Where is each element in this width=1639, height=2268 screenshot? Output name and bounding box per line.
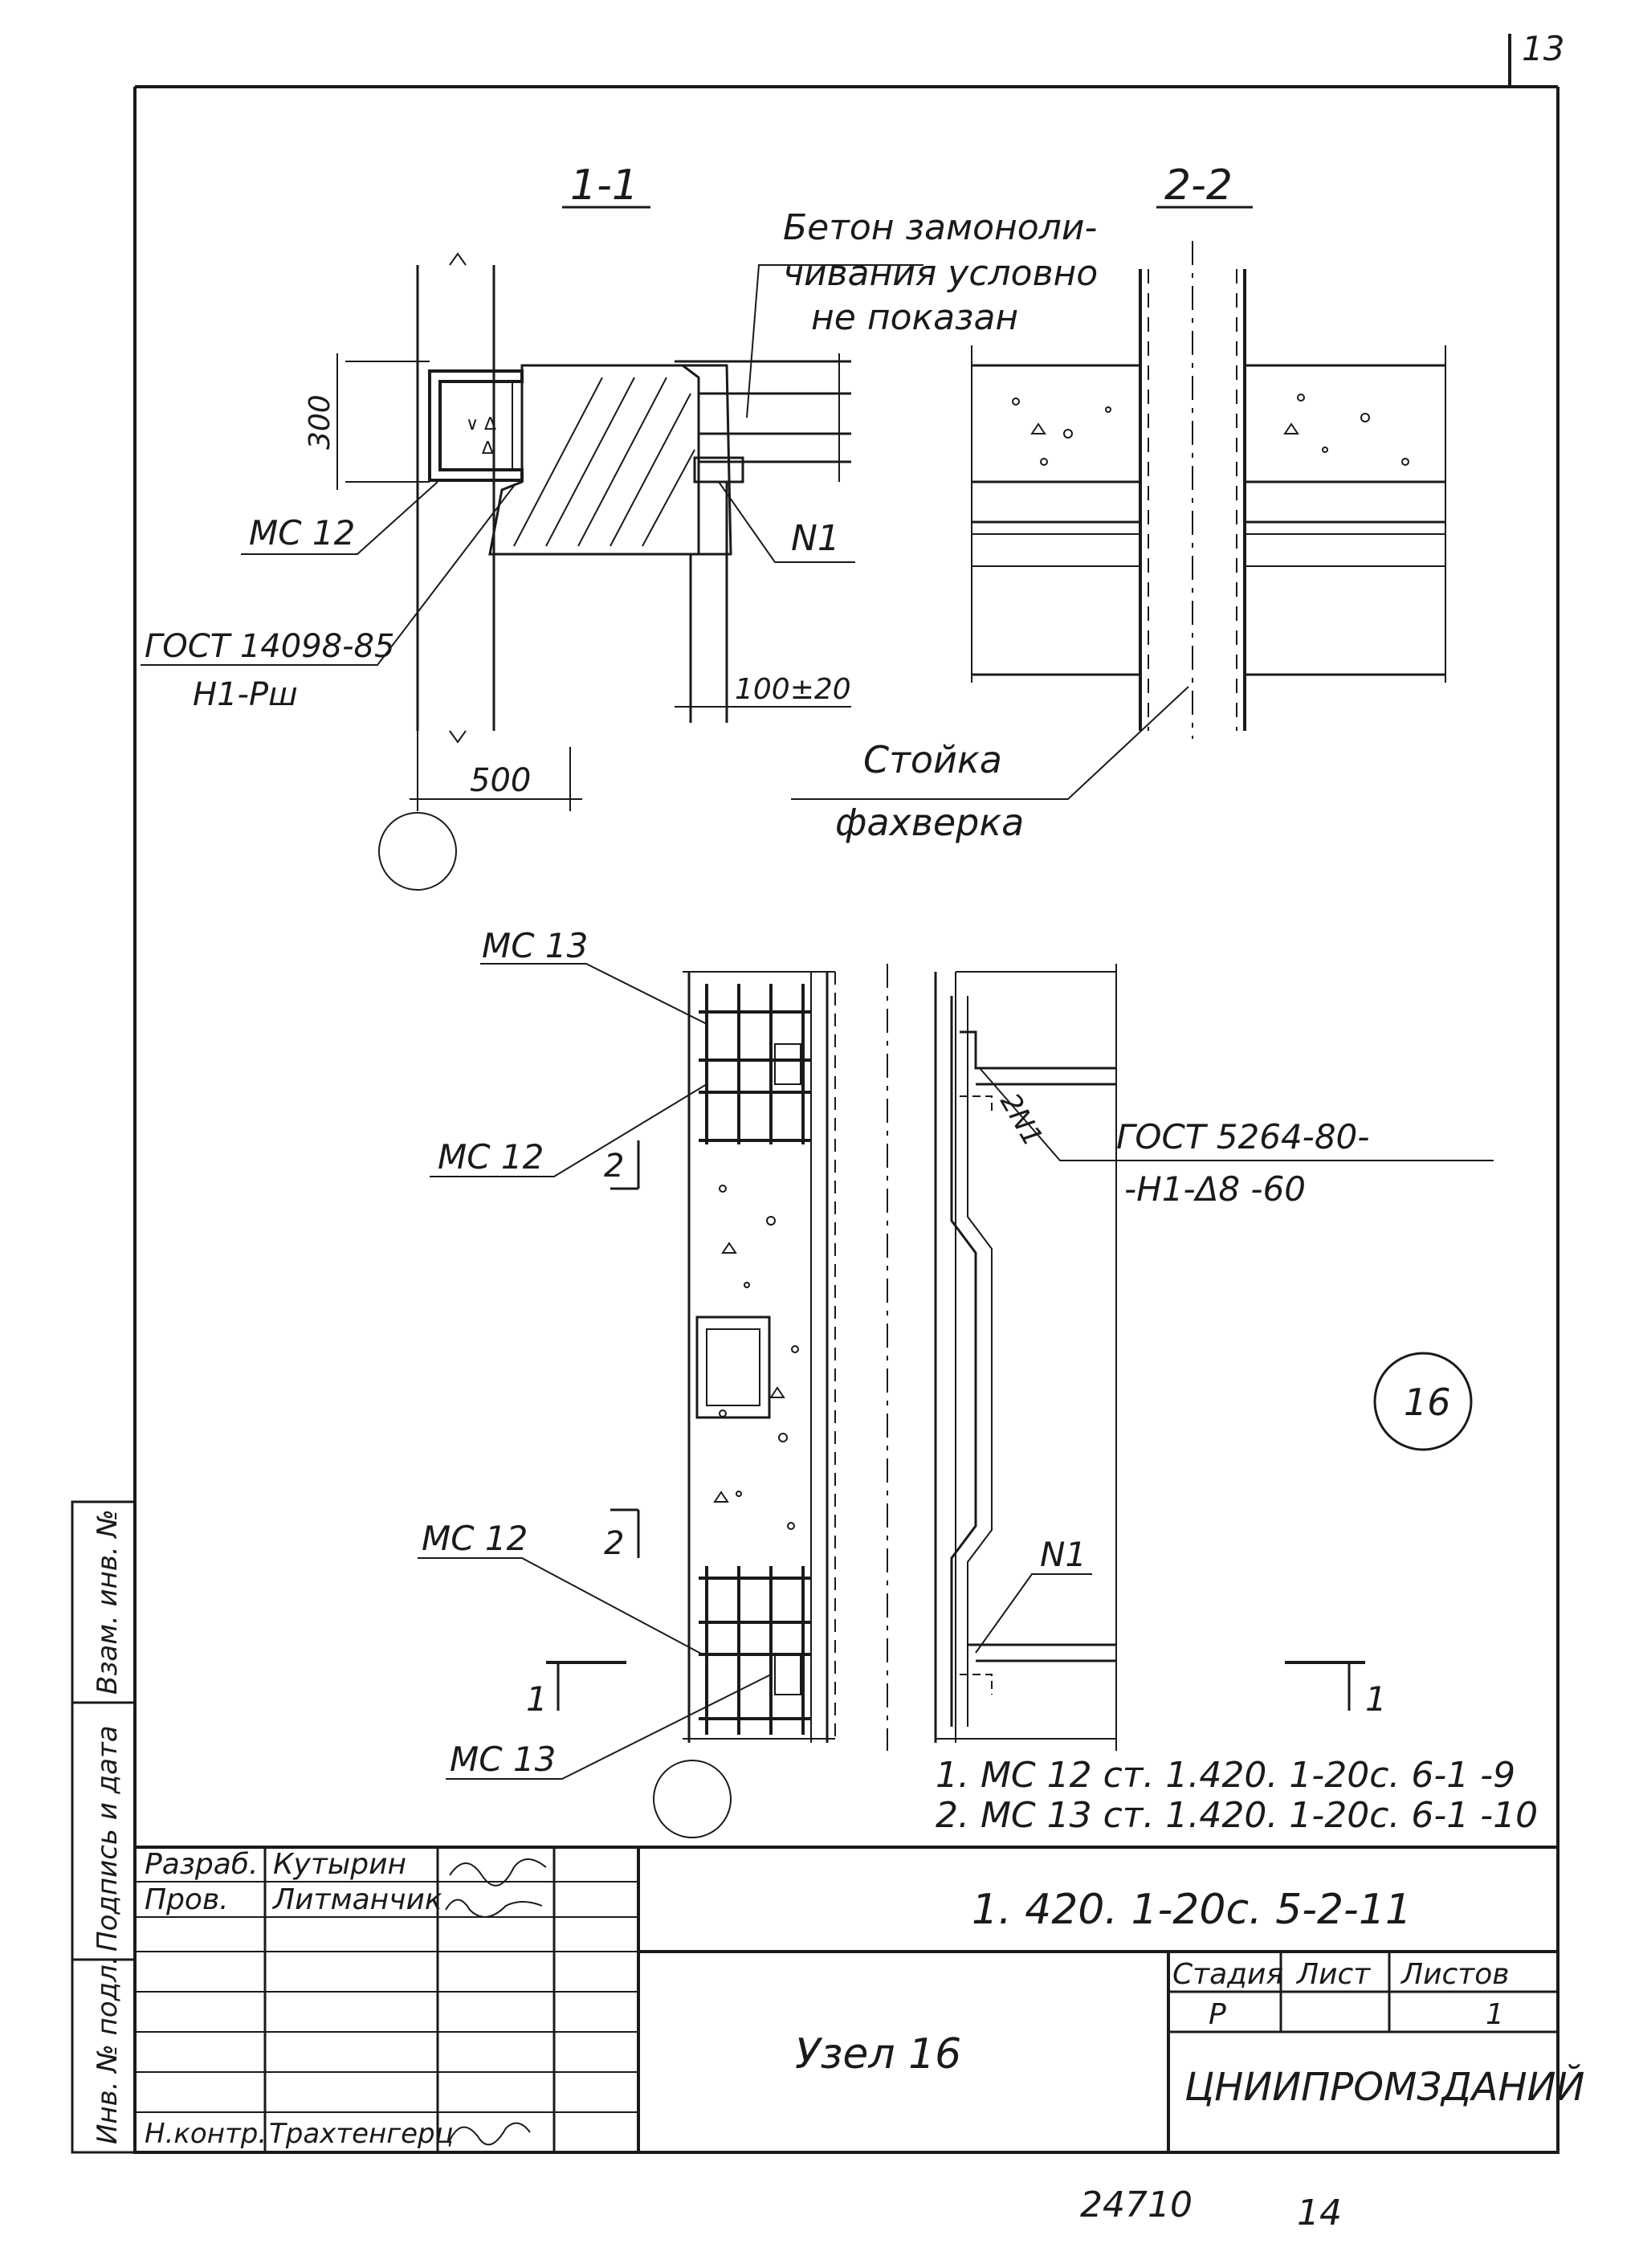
post-label-2: фахверка	[835, 801, 1024, 844]
tb-title: Узел 16	[795, 2030, 961, 2078]
bottom-copy: 14	[1297, 2193, 1342, 2233]
page-number: 13	[1522, 29, 1564, 68]
svg-text:∨ ∆: ∨ ∆	[466, 414, 496, 434]
note-concrete-3: не показан	[811, 297, 1018, 338]
section-1-1-label: 1-1	[570, 161, 638, 210]
label-mc13-bottom: МС 13	[450, 1740, 556, 1779]
gost-5264-line2: -Н1-Δ8 -60	[1124, 1169, 1306, 1209]
title-block	[133, 1846, 1559, 2154]
tb-name-1: Кутырин	[273, 1848, 406, 1881]
tb-name-2: Литманчик	[271, 1883, 442, 1916]
cut-1-right: 1	[1365, 1679, 1387, 1719]
tb-organization: ЦНИИПРОМЗДАНИЙ	[1184, 2064, 1584, 2110]
tb-sheet-header: Лист	[1295, 1958, 1371, 1991]
post-label-1: Стойка	[863, 738, 1002, 781]
side-field-inv: Инв. № подл.	[92, 1956, 124, 2144]
gost-5264-line1: ГОСТ 5264-80-	[1116, 1117, 1369, 1156]
tb-designation: 1. 420. 1-20с. 5-2-11	[972, 1886, 1412, 1934]
dim-width: 500	[470, 762, 531, 799]
tb-stage-header: Стадия	[1172, 1958, 1283, 1991]
label-n1-section: N1	[791, 518, 840, 559]
note-1: 1. МС 12 ст. 1.420. 1-20с. 6-1 -9	[936, 1755, 1515, 1796]
tb-stage-value: Р	[1209, 1998, 1226, 2031]
side-field-replace: Взам. инв. №	[92, 1509, 124, 1695]
node-number-circle	[1373, 1352, 1473, 1451]
label-mc12-bottom: МС 12	[422, 1519, 528, 1558]
dim-height: 300	[304, 394, 336, 450]
section-2-2-label: 2-2	[1164, 161, 1233, 210]
note-concrete-1: Бетон замоноли-	[783, 207, 1097, 248]
label-mc12-top: МС 12	[438, 1137, 544, 1177]
cut-2-top: 2	[604, 1148, 624, 1185]
section-1-1: 1-1 ∨ ∆ ∆	[141, 161, 1098, 891]
tb-sheets-header: Листов	[1400, 1958, 1509, 1991]
note-concrete-2: чивания условно	[783, 253, 1098, 294]
axis-marker-top	[378, 812, 457, 891]
note-2: 2. МС 13 ст. 1.420. 1-20с. 6-1 -10	[936, 1795, 1538, 1836]
tb-role-2: Пров.	[145, 1883, 229, 1916]
tb-sheet-value: 1	[1486, 1998, 1504, 2031]
dim-gap: 100±20	[735, 673, 851, 706]
axis-marker-bottom	[653, 1760, 732, 1838]
side-stamp	[71, 1500, 137, 2154]
tb-role-7: Н.контр.	[145, 2118, 267, 2150]
signature-marks	[445, 1858, 547, 2146]
label-mc12: МС 12	[249, 513, 355, 553]
elevation-view: МС 13 МС 12 2 2 МС 12 МС 13 1 1 2N1 ГОСТ…	[418, 926, 1494, 1838]
gost-14098-line2: Н1-Рш	[193, 676, 298, 713]
svg-text:∆: ∆	[481, 439, 494, 459]
label-weld-2n1: 2N1	[993, 1088, 1049, 1152]
label-n1-elevation: N1	[1040, 1535, 1087, 1574]
node-number: 16	[1404, 1381, 1451, 1424]
cut-2-bottom: 2	[604, 1525, 624, 1562]
tb-role-1: Разраб.	[145, 1848, 258, 1881]
label-mc13-top: МС 13	[482, 926, 588, 965]
section-2-2: 2-2 Стойка фахверка	[791, 161, 1446, 844]
side-field-sign: Подпись и дата	[92, 1725, 124, 1952]
bottom-code: 24710	[1080, 2184, 1193, 2225]
gost-14098-line1: ГОСТ 14098-85	[145, 628, 394, 665]
tb-name-7: Трахтенгерц	[269, 2118, 454, 2150]
cut-1-left: 1	[526, 1679, 548, 1719]
